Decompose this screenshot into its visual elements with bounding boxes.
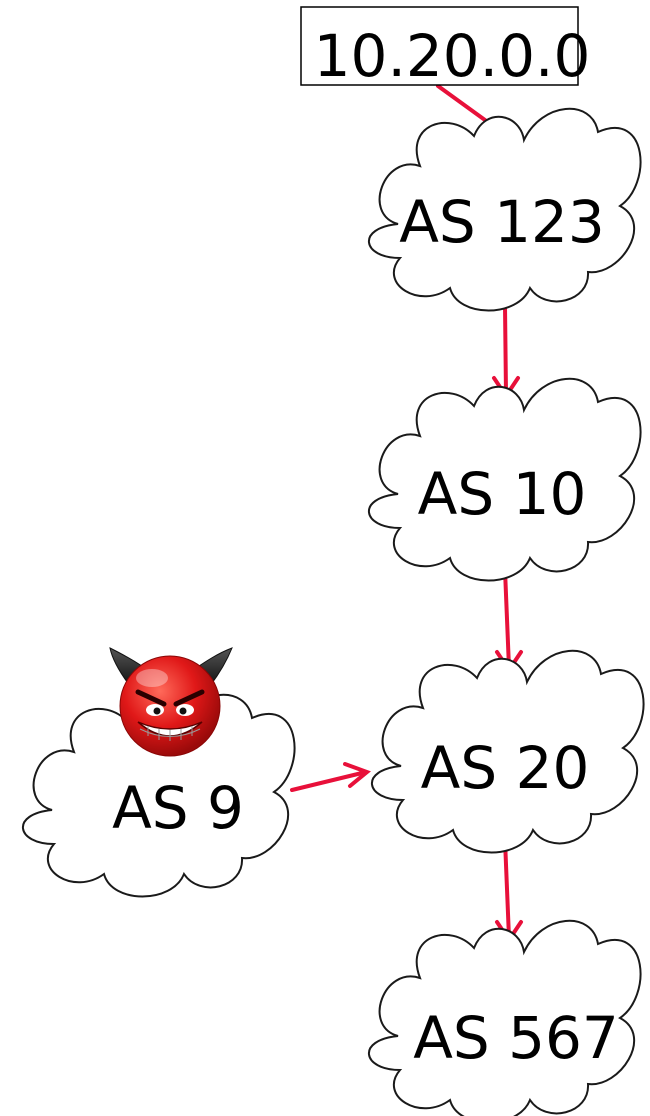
as-label-as123: AS 123 [399, 188, 605, 256]
as-label-as20: AS 20 [421, 734, 590, 802]
edge-as20-to-as567 [495, 838, 523, 944]
as-label-as567: AS 567 [413, 1004, 619, 1072]
prefix-box [300, 6, 579, 86]
as-node-as10: AS 10 [367, 377, 642, 582]
as-label-as10: AS 10 [418, 460, 587, 528]
edge-as123-to-as10 [492, 304, 520, 400]
prefix-node: 10.20.0.0 [300, 6, 591, 90]
as-node-as9: AS 9 [21, 693, 296, 898]
edge-as9-to-as20 [290, 762, 371, 792]
as-node-as20: AS 20 [370, 649, 645, 854]
as-node-as567: AS 567 [367, 919, 642, 1116]
prefix-label: 10.20.0.0 [314, 22, 591, 90]
as-label-as9: AS 9 [112, 774, 244, 842]
edge-as10-to-as20 [495, 568, 523, 674]
devil-face-icon [109, 647, 233, 757]
as-node-as123: AS 123 [367, 107, 642, 312]
